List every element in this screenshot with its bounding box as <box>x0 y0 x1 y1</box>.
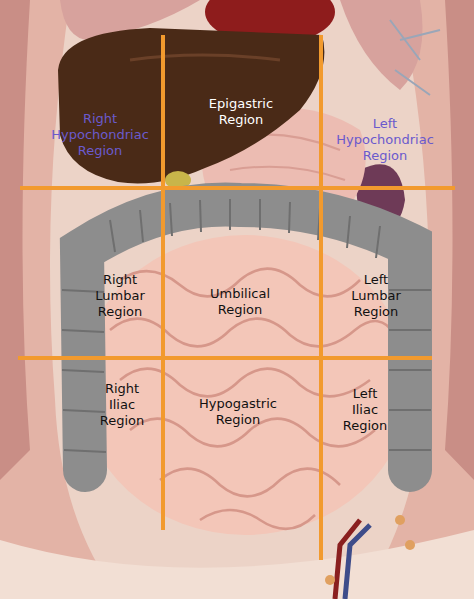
region-label: Right Lumbar Region <box>95 272 144 320</box>
region-label: Epigastric Region <box>209 96 273 128</box>
wall-muscle-right <box>445 0 474 480</box>
lower-skin <box>0 530 474 599</box>
region-label: Left Lumbar Region <box>351 272 400 320</box>
lung-right <box>340 0 423 90</box>
region-label: Right Hypochondriac Region <box>51 111 149 159</box>
small-intestine <box>80 235 410 535</box>
colon-haustra <box>62 199 431 452</box>
liver-shine <box>130 55 280 60</box>
wall-muscle-left <box>0 0 30 480</box>
region-label: Umbilical Region <box>210 286 270 318</box>
region-label: Right Iliac Region <box>100 381 145 429</box>
region-label: Left Iliac Region <box>343 386 388 434</box>
intestine-loops <box>110 269 395 529</box>
vessels-top <box>390 20 440 95</box>
pelvic-vessels <box>325 515 415 599</box>
region-grid-lines <box>18 35 455 560</box>
liver <box>58 28 324 183</box>
large-intestine <box>82 205 410 470</box>
region-label: Left Hypochondriac Region <box>336 116 434 164</box>
region-label: Hypogastric Region <box>199 396 277 428</box>
